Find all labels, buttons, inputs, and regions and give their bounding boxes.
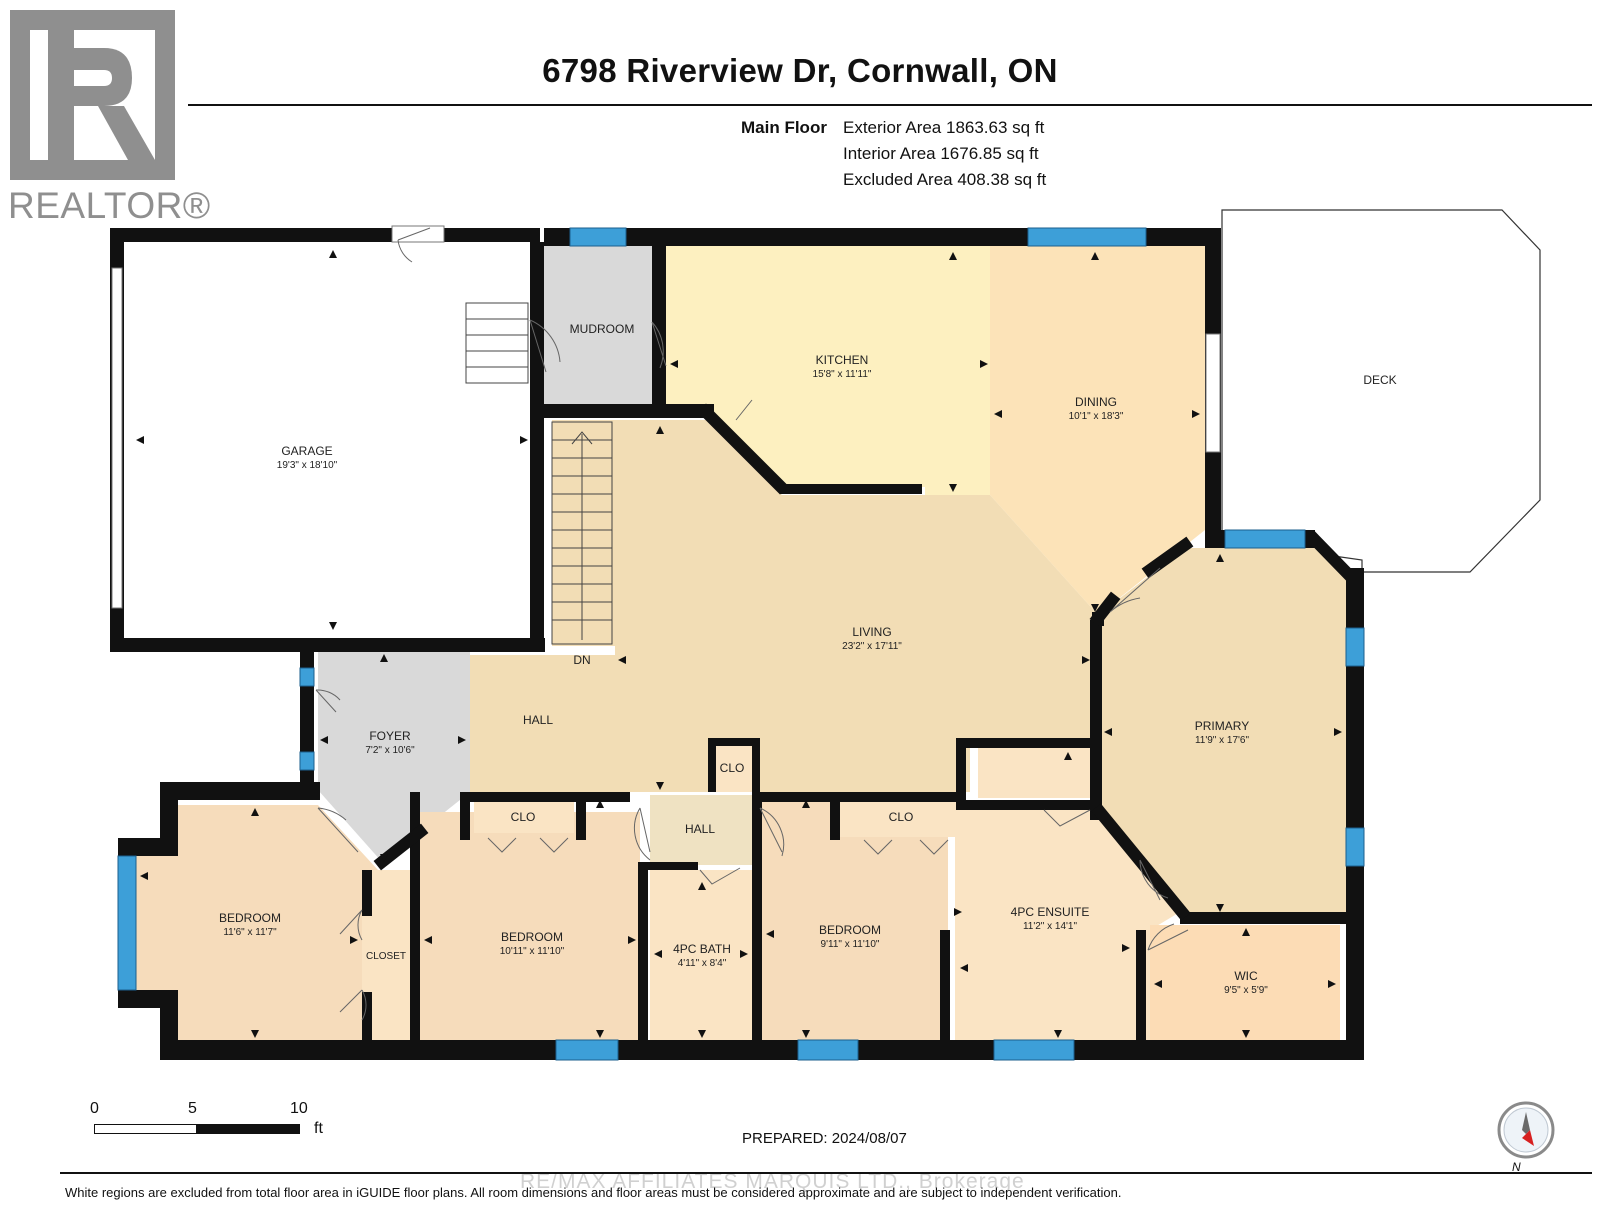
brokerage-watermark: RE/MAX AFFILIATES MARQUIS LTD., Brokerag… [520,1170,1025,1193]
dining-label: DINING [1075,395,1117,409]
stairs-down-label: DN [573,653,590,667]
primary-fill [1098,548,1346,912]
ensuite-dims: 11'2" x 14'1" [1023,921,1078,932]
clo-right-fill [838,797,966,837]
garage-steps [465,302,529,384]
wic-dims: 9'5" x 5'9" [1224,985,1268,996]
page-title: 6798 Riverview Dr, Cornwall, ON [542,52,1058,89]
bath-label: 4PC BATH [673,942,731,956]
clo-center-fill [712,746,752,792]
primary-dims: 11'9" x 17'6" [1195,735,1250,746]
interior-area: Interior Area 1676.85 sq ft [843,144,1039,163]
realtor-logo-text: REALTOR® [8,185,211,226]
foyer-dims: 7'2" x 10'6" [365,745,415,756]
excluded-area: Excluded Area 408.38 sq ft [843,170,1047,189]
foyer-label: FOYER [369,729,411,743]
ensuite-top-fill [978,748,1090,798]
living-fill [470,420,1098,792]
bedroom1-fill [135,805,378,1040]
kitchen-fill [665,245,990,495]
title-divider [188,104,1592,106]
kitchen-label: KITCHEN [816,353,869,367]
deck-label: DECK [1363,373,1396,387]
foyer-fill [318,650,470,862]
mudroom-label: MUDROOM [570,322,635,336]
stairs-fill [552,420,615,646]
clo-right-label: CLO [889,810,914,824]
scale-tick-5: 5 [188,1100,197,1117]
bath-fill [650,870,752,1040]
wic-fill [1150,925,1340,1040]
bedroom2-fill [418,812,640,1040]
disclaimer: White regions are excluded from total fl… [65,1185,1122,1200]
scale-segment-white [94,1124,198,1134]
stairs [551,421,613,645]
hall-small-label: HALL [685,822,715,836]
bedroom-2-dims: 10'11" x 11'10" [500,946,565,957]
garage-label: GARAGE [281,444,332,458]
dining-fill [990,245,1205,615]
deck-outline [1221,209,1541,573]
mudroom-fill [544,245,659,407]
living-label: LIVING [852,625,891,639]
garage-fill [122,240,532,628]
bedroom-3-label: BEDROOM [819,923,881,937]
dimension-arrows [136,250,1342,1038]
bedroom-1-label: BEDROOM [219,911,281,925]
primary-label: PRIMARY [1195,719,1249,733]
ensuite-label: 4PC ENSUITE [1011,905,1090,919]
hall-small-fill [650,795,760,865]
garage-dims: 19'3" x 18'10" [277,460,338,471]
realtor-logo-icon [10,10,175,180]
bedroom-2-label: BEDROOM [501,930,563,944]
scale-segment-black [196,1124,300,1134]
windows [117,227,1365,1061]
bedroom-1-dims: 11'6" x 11'7" [223,927,277,938]
dining-dims: 10'1" x 18'3" [1069,411,1124,422]
footer-divider [60,1172,1592,1174]
compass-north-label: N [1512,1160,1521,1174]
ensuite-fill [955,810,1180,1040]
clo-left-label: CLO [511,810,536,824]
door-swings [315,227,1189,1021]
prepared-date: PREPARED: 2024/08/07 [742,1130,907,1147]
closet-label: CLOSET [366,951,406,962]
scale-bar: 0 5 10 ft [86,1100,346,1160]
scale-unit: ft [314,1120,323,1137]
living-dims: 23'2" x 17'11" [842,641,902,652]
hall-main-label: HALL [523,713,553,727]
kitchen-dims: 15'8" x 11'11" [813,369,872,380]
clo-center-label: CLO [720,761,745,775]
bath-dims: 4'11" x 8'4" [678,958,727,969]
floor-label: Main Floor [741,118,827,137]
wic-label: WIC [1234,969,1258,983]
exterior-area: Exterior Area 1863.63 sq ft [843,118,1045,137]
scale-tick-0: 0 [90,1100,99,1117]
bedroom-3-dims: 9'11" x 11'10" [821,939,880,950]
scale-tick-10: 10 [290,1100,308,1117]
compass-icon: N [1494,1098,1558,1178]
openings [111,225,1221,609]
